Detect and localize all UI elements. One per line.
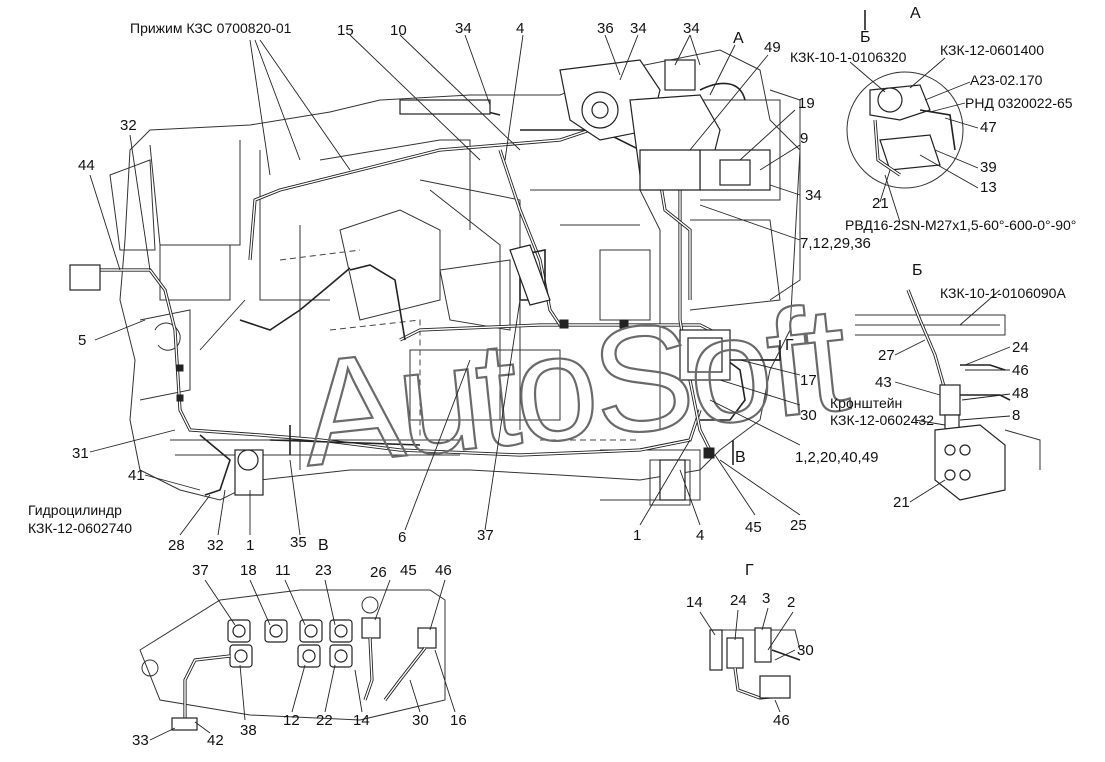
callout-1-2-20-40-49: 1,2,20,40,49	[795, 449, 878, 466]
detail-a-title: А	[910, 5, 921, 22]
callout-18: 18	[240, 562, 257, 579]
hydraulic-lines	[95, 82, 780, 496]
callout-31: 31	[72, 445, 89, 462]
cylinder-caption-1: Гидроцилиндр	[28, 502, 122, 518]
callout-1: 1	[633, 527, 641, 544]
callout-1: 1	[246, 537, 254, 554]
detail-b-part: КЗК-10-1-0106090А	[940, 285, 1066, 301]
callout-36: 36	[597, 20, 614, 37]
callout-22: 22	[316, 712, 333, 729]
callout-47: 47	[980, 119, 997, 136]
clamp-caption: Прижим КЗС 0700820-01	[130, 20, 292, 36]
callout-28: 28	[168, 537, 185, 554]
cylinder-caption-2: КЗК-12-0602740	[28, 520, 132, 536]
section-mark-b: Б	[860, 29, 871, 46]
callout-35: 35	[290, 534, 307, 551]
detail-b: Б КЗК-10-1-0106090А 27 24 46 43 48 Кронш…	[830, 262, 1066, 511]
callout-8: 8	[1012, 407, 1020, 424]
detail-a-part-4: РНД 0320022-65	[965, 95, 1073, 111]
detail-a-part-2: КЗК-12-0601400	[940, 42, 1044, 58]
callout-30: 30	[800, 407, 817, 424]
leader-lines	[89, 10, 866, 536]
callout-37: 37	[192, 562, 209, 579]
callout-19: 19	[798, 95, 815, 112]
callout-32: 32	[120, 117, 137, 134]
callout-25: 25	[790, 517, 807, 534]
callout-9: 9	[800, 130, 808, 147]
callout-46: 46	[773, 712, 790, 729]
detail-b-bracket-1: Кронштейн	[830, 395, 902, 411]
callout-15: 15	[337, 22, 354, 39]
callout-27: 27	[878, 347, 895, 364]
callout-45: 45	[745, 519, 762, 536]
callout-33: 33	[132, 732, 149, 749]
callout-14: 14	[686, 594, 703, 611]
callout-12: 12	[283, 712, 300, 729]
section-mark-g: Г	[785, 337, 794, 354]
detail-b-bracket-2: КЗК-12-0602432	[830, 412, 934, 428]
detail-g-title: Г	[745, 562, 754, 579]
callout-38: 38	[240, 722, 257, 739]
callout-34: 34	[630, 20, 647, 37]
detail-a-hose-caption: РВД16-2SN-М27х1,5-60°-600-0°-90°	[845, 217, 1076, 233]
callout-43: 43	[875, 374, 892, 391]
callout-11: 11	[275, 562, 291, 579]
callout-16: 16	[450, 712, 467, 729]
valve-block	[69, 59, 771, 501]
detail-g: Г 14 24 3 2 30 46	[686, 562, 814, 729]
callout-4: 4	[696, 527, 704, 544]
callout-6: 6	[398, 529, 406, 546]
callout-41: 41	[128, 467, 145, 484]
detail-v-title: В	[318, 537, 329, 554]
callout-5: 5	[78, 332, 86, 349]
callout-10: 10	[390, 22, 407, 39]
combine-frame	[109, 49, 801, 506]
callout-37: 37	[477, 527, 494, 544]
section-mark-v: В	[735, 449, 746, 466]
detail-v: В 37 18 11 23 26 45 46 33 42 3	[132, 537, 467, 749]
callout-34: 34	[683, 20, 700, 37]
detail-a-part-1: КЗК-10-1-0106320	[790, 49, 907, 65]
detail-a-part-3: А23-02.170	[970, 72, 1043, 88]
detail-a: А КЗК-10-1-0106320 КЗК-12-0601400 А23-02…	[790, 5, 1076, 233]
callout-2: 2	[787, 594, 795, 611]
callout-45: 45	[400, 562, 417, 579]
callout-44: 44	[78, 157, 95, 174]
callout-7-12-29-36: 7,12,29,36	[800, 235, 871, 252]
main-view-labels: Прижим КЗС 0700820-01 34 15 10 4 36 34 3…	[28, 20, 878, 554]
detail-b-title: Б	[912, 262, 923, 279]
callout-24: 24	[1012, 339, 1029, 356]
callout-23: 23	[315, 562, 332, 579]
watermark: AutoSoft	[293, 273, 854, 497]
callout-3: 3	[762, 590, 770, 607]
callout-24: 24	[730, 592, 747, 609]
callout-32: 32	[207, 537, 224, 554]
callout-48: 48	[1012, 385, 1029, 402]
callout-13: 13	[980, 179, 997, 196]
callout-46: 46	[1012, 362, 1029, 379]
callout-30: 30	[412, 712, 429, 729]
callout-39: 39	[980, 159, 997, 176]
callout-42: 42	[207, 732, 224, 749]
callout-17: 17	[800, 372, 817, 389]
callout-34: 34	[455, 20, 472, 37]
callout-34: 34	[805, 187, 822, 204]
callout-26: 26	[370, 564, 387, 581]
section-mark-a: А	[733, 30, 744, 47]
callout-30: 30	[797, 642, 814, 659]
callout-4: 4	[516, 20, 524, 37]
callout-21: 21	[893, 494, 910, 511]
callout-21: 21	[872, 195, 889, 212]
callout-49: 49	[764, 39, 781, 56]
callout-14: 14	[353, 712, 370, 729]
callout-46: 46	[435, 562, 452, 579]
